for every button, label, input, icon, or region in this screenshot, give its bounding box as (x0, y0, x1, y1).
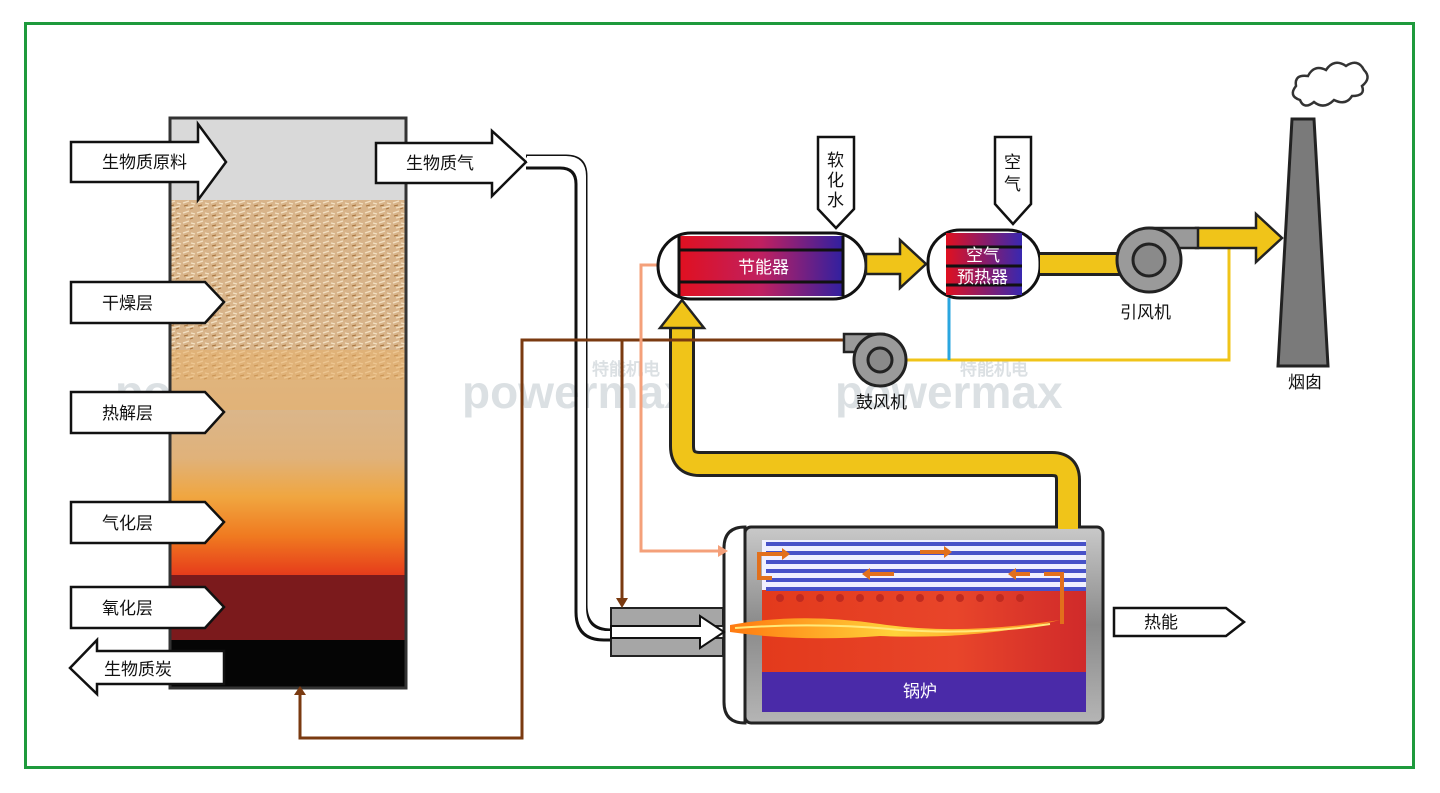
biomass-gas-label: 生物质气 (406, 154, 474, 174)
svg-text:特能机电: 特能机电 (960, 359, 1028, 380)
raw-material-label: 生物质原料 (102, 153, 187, 173)
flame (730, 618, 1060, 639)
air-preheater-label-2: 预热器 (957, 268, 1008, 288)
gas-pipe-inner (527, 156, 700, 637)
gasification-layer-label: 气化层 (102, 514, 153, 534)
economizer-label: 节能器 (738, 258, 789, 278)
heat-output-arrow: 热能 (1112, 606, 1247, 638)
economizer: 节能器 (656, 231, 868, 301)
blower-fan-label: 鼓风机 (856, 393, 907, 413)
heat-output-label: 热能 (1144, 613, 1178, 633)
drying-layer-arrow: 干燥层 (69, 280, 226, 325)
burner (610, 607, 726, 657)
drying-layer-label: 干燥层 (102, 294, 153, 314)
smoke-icon (1291, 61, 1369, 107)
raw-material-arrow: 生物质原料 (69, 120, 228, 204)
boiler-flow-arrows (757, 546, 1064, 624)
water-line (639, 263, 720, 553)
svg-text:特能机电: 特能机电 (592, 359, 660, 380)
blower-fan-icon (842, 332, 908, 388)
biochar-arrow: 生物质炭 (68, 636, 226, 697)
air-preheater: 空气 预热器 (926, 228, 1042, 300)
gasification-layer-arrow: 气化层 (69, 500, 226, 545)
chimney-label: 烟囱 (1288, 373, 1322, 393)
hot-air-line (884, 240, 1231, 362)
biomass-gas-arrow: 生物质气 (374, 128, 528, 200)
induced-draft-fan-icon (1115, 226, 1200, 294)
softened-water-arrow: 软 化 水 (816, 135, 856, 230)
air-input-label-2: 气 (1004, 175, 1021, 195)
boiler-label: 锅炉 (903, 682, 937, 702)
softened-water-label-3: 水 (827, 191, 844, 211)
biochar-label: 生物质炭 (104, 660, 172, 680)
softened-water-label-2: 化 (827, 171, 844, 191)
boiler: 锅炉 (722, 525, 1105, 725)
air-input-label-1: 空 (1004, 153, 1021, 173)
air-input-arrow: 空 气 (993, 135, 1033, 226)
flue-pipe (672, 328, 1078, 529)
flue-arrow-chimney (1194, 211, 1284, 265)
pyrolysis-layer-arrow: 热解层 (69, 390, 226, 435)
air-preheater-label-1: 空气 (966, 246, 1000, 266)
flue-arrow-econ (864, 237, 928, 291)
oxidation-layer-arrow: 氧化层 (69, 585, 226, 630)
pyrolysis-layer-label: 热解层 (102, 404, 153, 424)
softened-water-label-1: 软 (827, 151, 844, 171)
induced-draft-fan-label: 引风机 (1120, 303, 1171, 323)
chimney (1276, 117, 1330, 368)
oxidation-layer-label: 氧化层 (102, 599, 153, 619)
